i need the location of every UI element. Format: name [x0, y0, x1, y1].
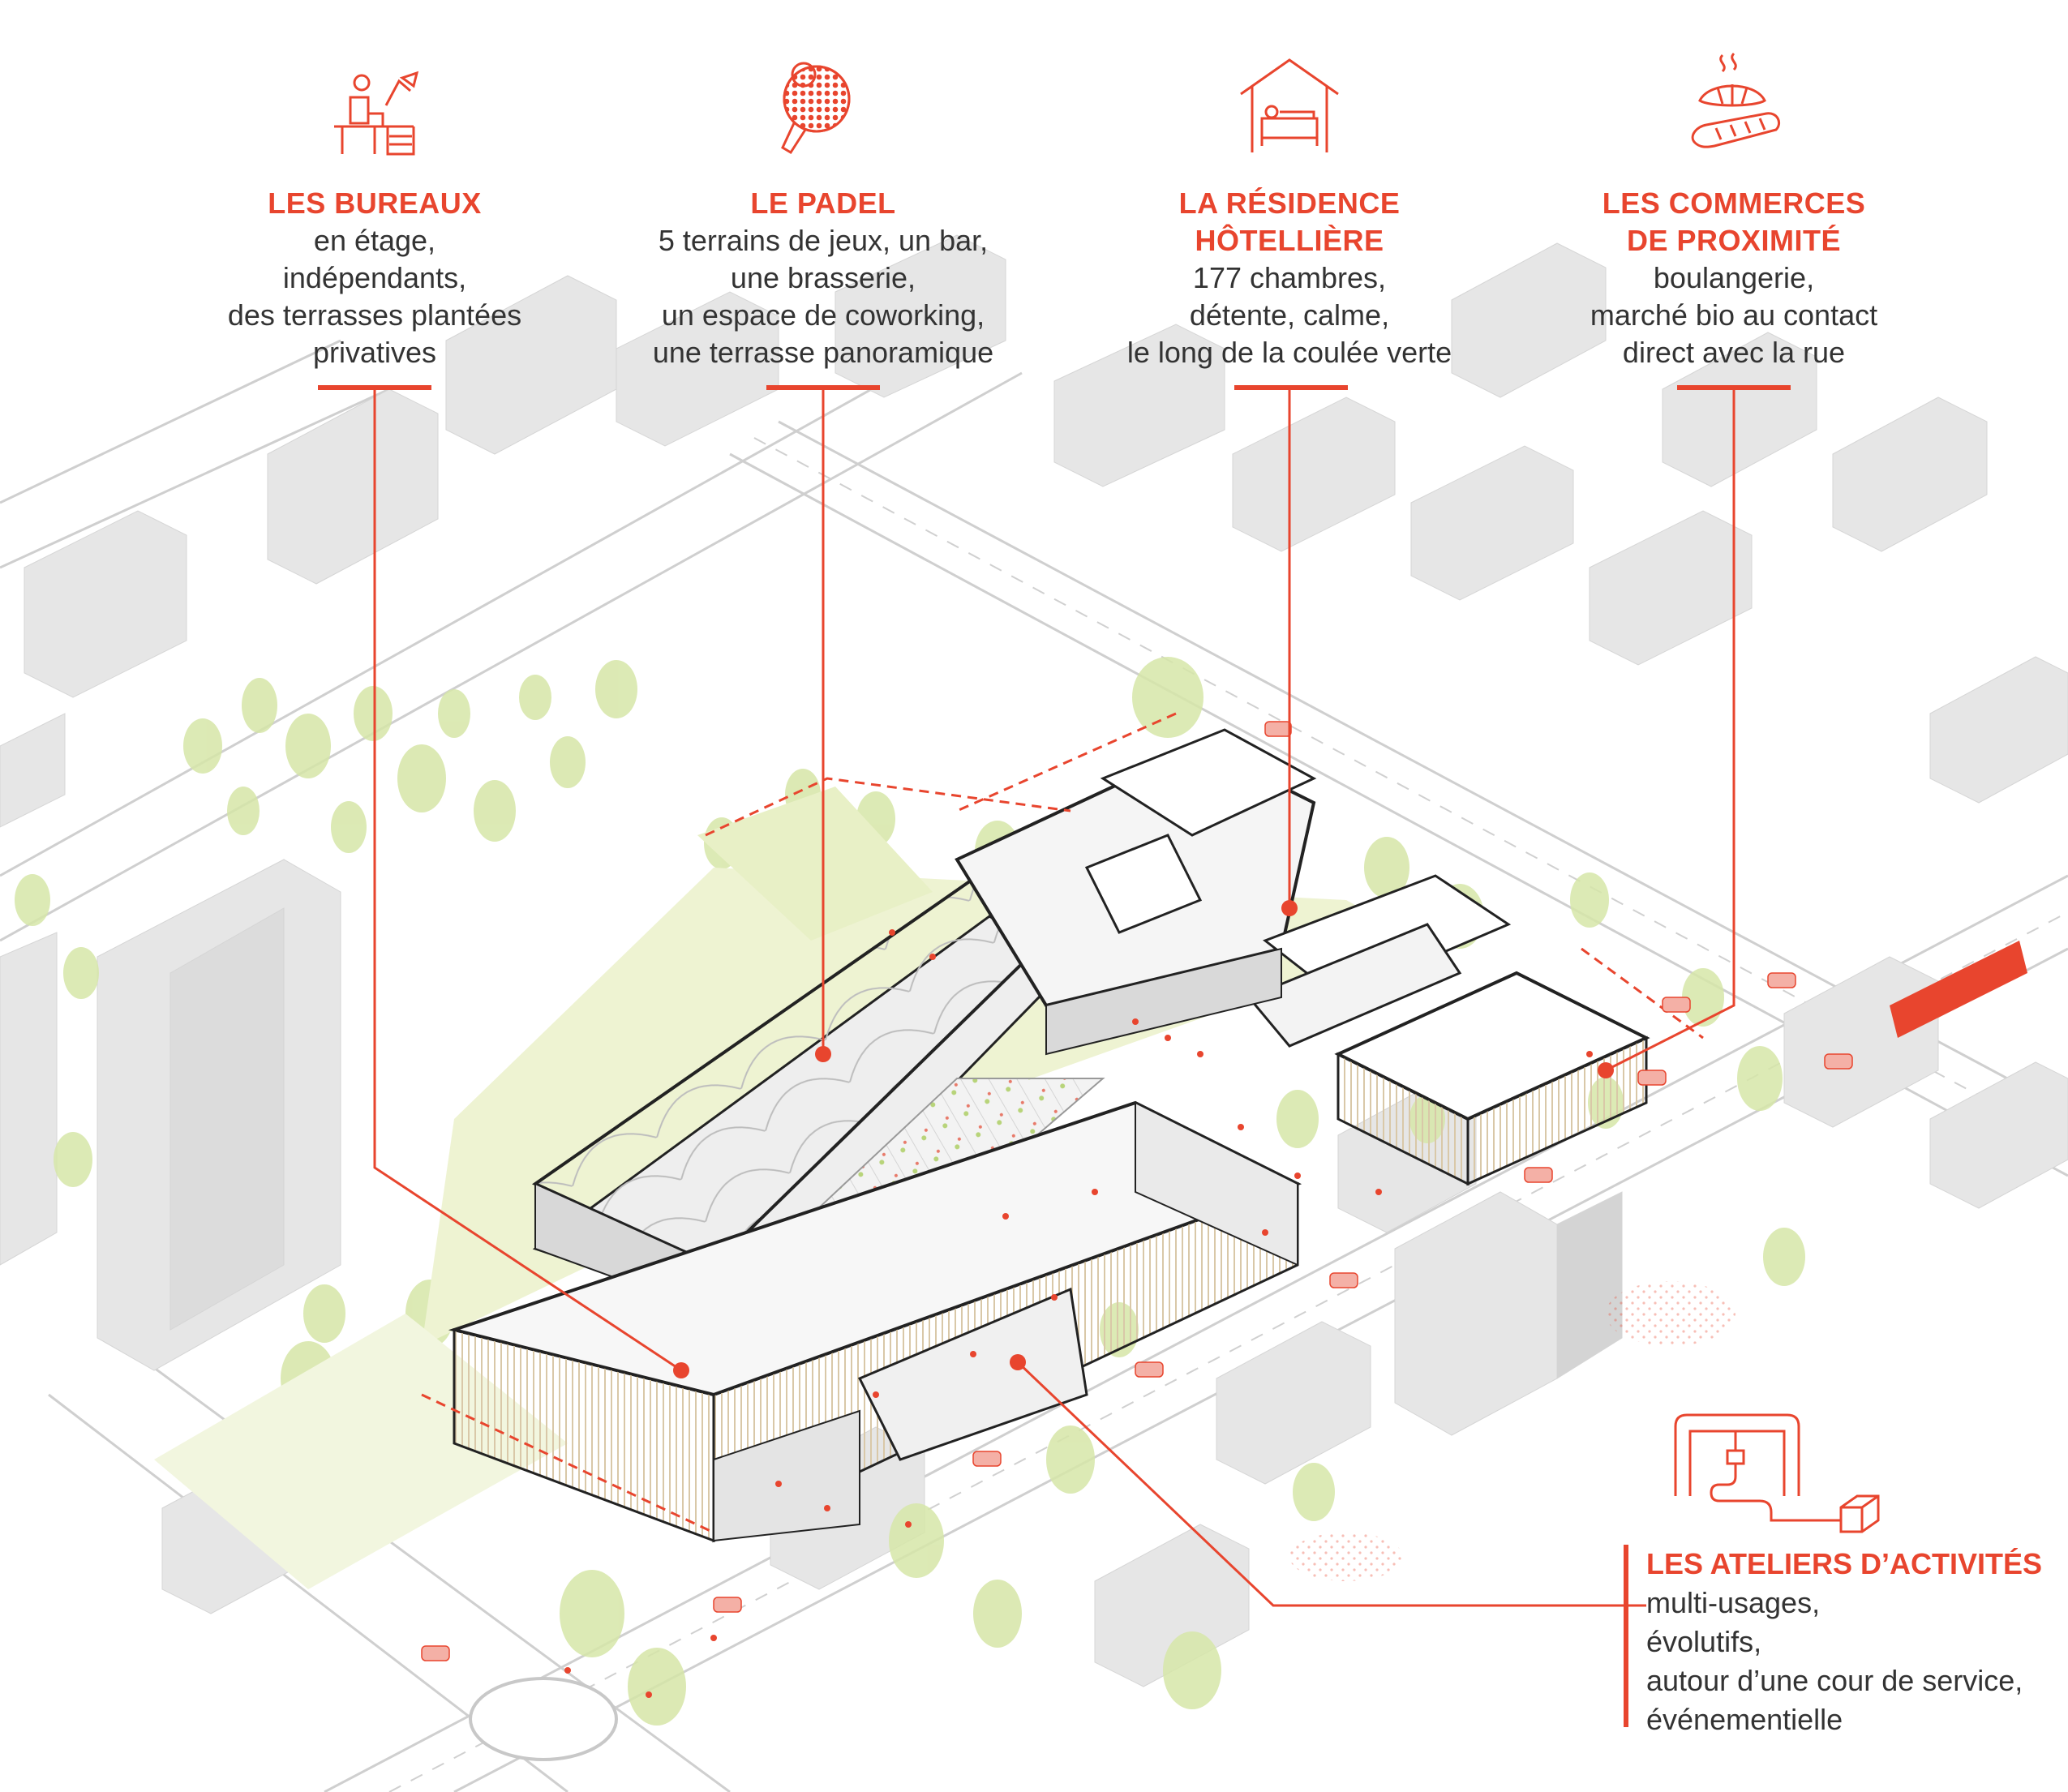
ateliers-description: multi-usages, évolutifs, autour d’une co…: [1646, 1586, 2023, 1736]
bakery-croissant-icon: [1691, 52, 1780, 148]
workshops-building: [713, 1287, 1088, 1542]
people: [564, 929, 1593, 1698]
underline-commerces: [1677, 385, 1791, 390]
program-padel: LE PADEL 5 terrains de jeux, un bar, une…: [645, 49, 1002, 371]
padel-racket-icon: [781, 62, 851, 155]
surrounding-buildings: [0, 234, 2068, 1687]
site-boundary: [421, 712, 1704, 1534]
hotel-bed-icon: [1240, 58, 1339, 152]
program-description: 5 terrains de jeux, un bar, une brasseri…: [652, 224, 994, 369]
cars: [421, 721, 1853, 1661]
program-commerces: LES COMMERCES DE PROXIMITÉ boulangerie, …: [1555, 49, 1912, 371]
leader-line-bureaux: [373, 388, 682, 1372]
underline-residence: [1234, 385, 1348, 390]
leader-line-ateliers: [1016, 1361, 1646, 1607]
program-description: 177 chambres, détente, calme, le long de…: [1126, 261, 1452, 369]
program-title: LES COMMERCES DE PROXIMITÉ: [1602, 186, 1866, 257]
program-description: boulangerie, marché bio au contact direc…: [1590, 261, 1878, 369]
roundabout: [469, 1677, 618, 1761]
meadow-dots: [1606, 1281, 1735, 1346]
program-description: en étage, indépendants, des terrasses pl…: [227, 224, 522, 369]
ateliers-bar: [1624, 1545, 1628, 1727]
leader-dots: [673, 900, 1614, 1378]
meadow-dots-2: [1289, 1533, 1403, 1581]
green-promenade: [697, 787, 933, 941]
leader-lines: [373, 388, 1735, 1607]
program-title: LA RÉSIDENCE HÔTELLIÈRE: [1178, 186, 1401, 257]
program-title: LE PADEL: [750, 186, 896, 220]
program-title: LES BUREAUX: [268, 186, 482, 220]
bus: [1890, 941, 2027, 1038]
underline-bureaux: [318, 385, 431, 390]
ateliers-title: LES ATELIERS D’ACTIVITÉS: [1646, 1547, 2043, 1580]
ateliers-label: LES ATELIERS D’ACTIVITÉS multi-usages, é…: [1624, 1545, 2043, 1739]
underline-padel: [766, 385, 880, 390]
hotel-residence: [955, 728, 1512, 1056]
leader-line-commerces: [1605, 388, 1735, 1072]
program-bureaux: LES BUREAUX en étage, indépendants, des …: [212, 49, 537, 371]
office-desk-icon: [334, 71, 419, 156]
workshop-crane-icon: [1674, 1413, 1880, 1533]
program-residence: LA RÉSIDENCE HÔTELLIÈRE 177 chambres, dé…: [1111, 49, 1468, 371]
